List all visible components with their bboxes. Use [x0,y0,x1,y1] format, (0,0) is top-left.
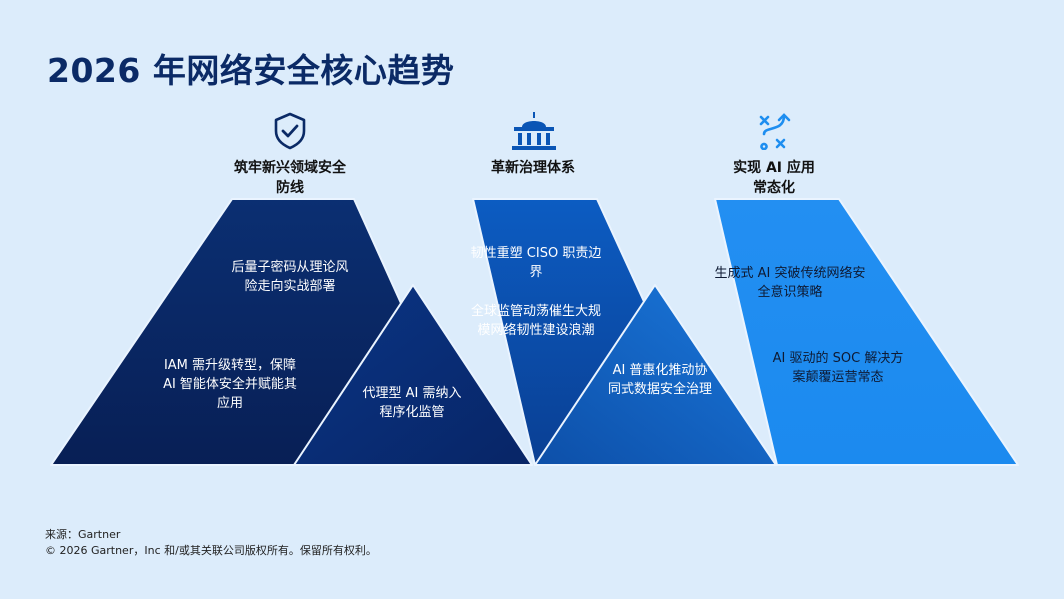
trend-data-security-governance: AI 普惠化推动协 同式数据安全治理 [607,363,712,397]
navy-triangle [293,284,533,466]
mid-blue-triangle [534,284,777,466]
trend-post-quantum-crypto: 后量子密码从理论风 险走向实战部署 [231,260,349,294]
strategy-play-icon [759,113,791,150]
shield-check-icon [274,112,306,150]
government-building-icon [512,112,556,150]
trend-ai-soc: AI 驱动的 SOC 解决方 案颠覆运营常态 [772,351,904,385]
trend-agentic-ai-oversight: 代理型 AI 需纳入 程序化监管 [362,386,462,420]
trend-ciso-role: 韧性重塑 CISO 职责边 界 [470,246,602,280]
source-note: 来源：Gartner [45,528,121,541]
trend-genai-awareness: 生成式 AI 突破传统网络安 全意识策略 [714,266,866,300]
column-heading-ai-normalization: 实现 AI 应用 常态化 [733,160,815,196]
trend-iam-transformation: IAM 需升级转型，保障 AI 智能体安全并赋能其 应用 [163,358,297,411]
light-blue-trapezoid [714,198,1019,466]
column-heading-governance: 革新治理体系 [491,160,575,176]
column-heading-emerging-defense: 筑牢新兴领域安全 防线 [234,160,346,196]
page-title: 2026 年网络安全核心趋势 [47,51,455,90]
trend-global-regulation: 全球监管动荡催生大规 模网络韧性建设浪潮 [470,304,601,338]
copyright-note: © 2026 Gartner，Inc 和/或其关联公司版权所有。保留所有权利。 [45,544,377,557]
